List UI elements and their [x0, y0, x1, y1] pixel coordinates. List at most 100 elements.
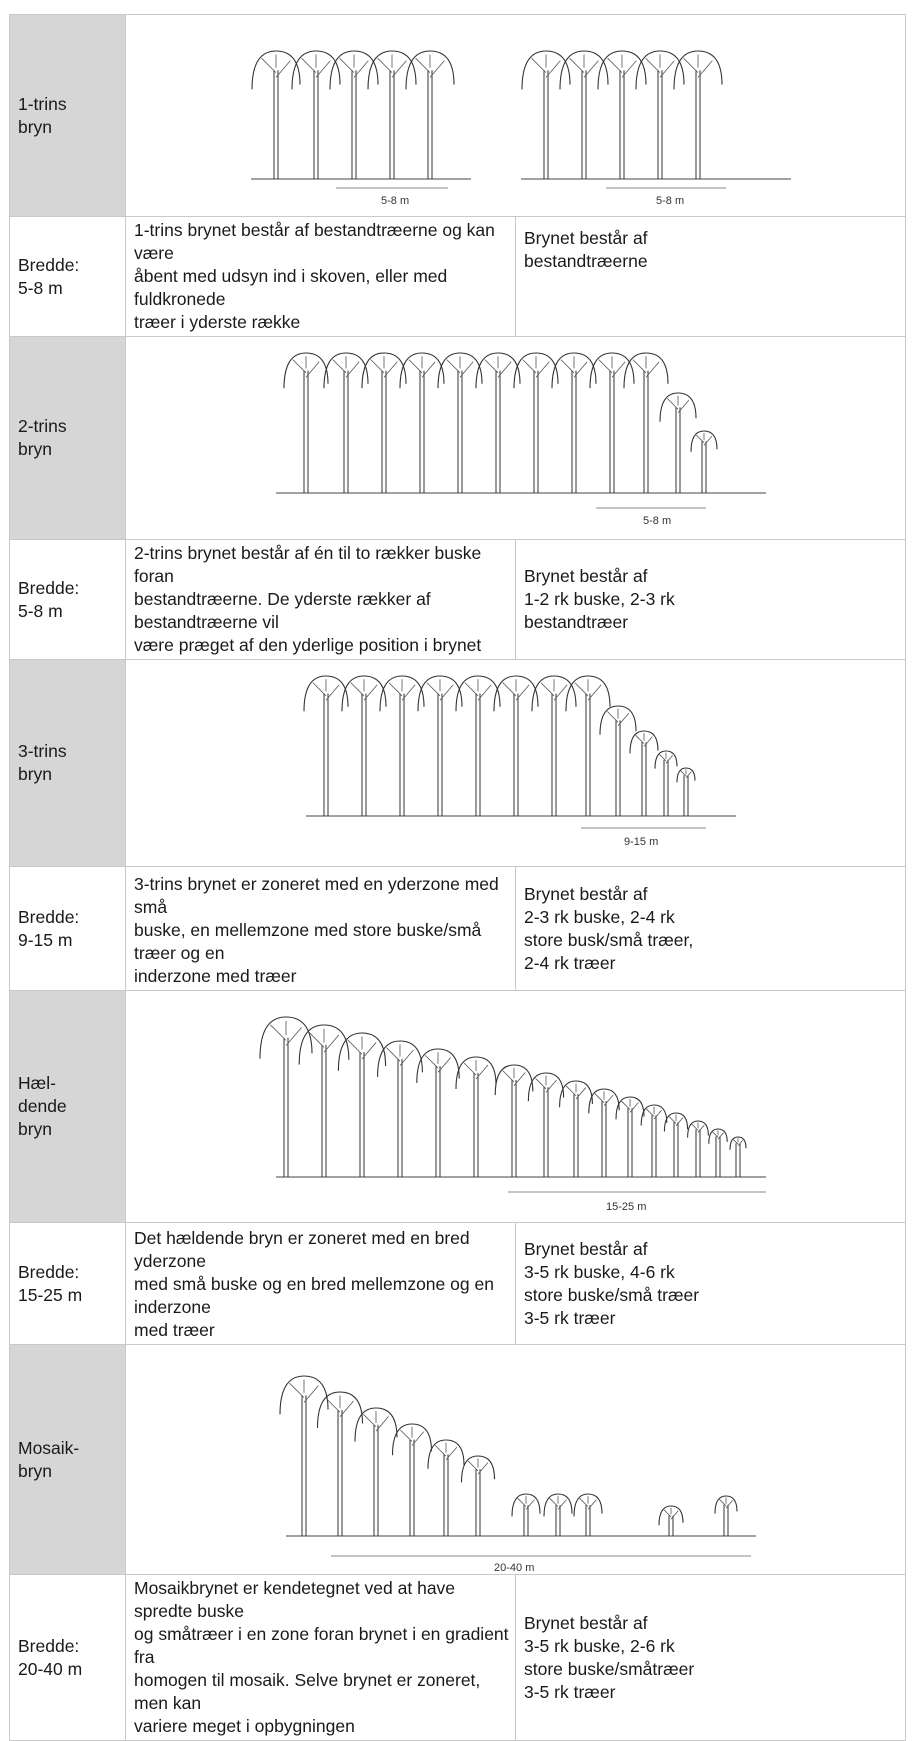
width-label-line: Bredde: [18, 577, 125, 600]
tree-sketch [284, 353, 328, 493]
description-line: homogen til mosaik. Selve brynet er zone… [134, 1669, 509, 1715]
type-label-line: 3-trins [18, 740, 125, 763]
composition-line: 3-5 rk buske, 4-6 rk [524, 1261, 901, 1284]
composition-line: Brynet består af [524, 565, 901, 588]
description-line: bestandtræerne. De yderste rækker af bes… [134, 588, 509, 634]
tree-sketch [338, 1033, 385, 1177]
tree-sketch [418, 676, 462, 816]
width-label-1: Bredde: 5-8 m [10, 217, 126, 337]
tree-sketch [380, 676, 424, 816]
width-label-line: Bredde: [18, 254, 125, 277]
scale-label: 9-15 m [624, 836, 658, 848]
type-label-line: bryn [18, 116, 125, 139]
type-label-line: bryn [18, 763, 125, 786]
description-line: træer i yderste række [134, 311, 509, 334]
scale-label: 20-40 m [494, 1562, 534, 1574]
description-line: åbent med udsyn ind i skoven, eller med … [134, 265, 509, 311]
tree-sketch [393, 1424, 432, 1536]
tree-sketch [495, 1065, 533, 1177]
description-line: med små buske og en bred mellemzone og e… [134, 1273, 509, 1319]
type-label-1: 1-trins bryn [10, 15, 126, 217]
composition-line: 3-5 rk træer [524, 1681, 901, 1704]
tree-sketch [476, 353, 520, 493]
tree-sketch [292, 51, 340, 179]
tree-sketch [330, 51, 378, 179]
composition-5: Brynet består af 3-5 rk buske, 2-6 rk st… [516, 1575, 906, 1741]
tree-sketch [324, 353, 368, 493]
tree-sketch [428, 1440, 464, 1536]
tree-drawing: 5-8 m 5-8 m [126, 16, 906, 216]
tree-sketch [664, 1113, 687, 1177]
tree-sketch [456, 1057, 496, 1177]
type-label-3: 3-trins bryn [10, 660, 126, 867]
type-label-5: Mosaik- bryn [10, 1345, 126, 1575]
description-line: inderzone med træer [134, 965, 509, 988]
scale-label: 5-8 m [643, 515, 671, 527]
tree-sketch [574, 1494, 602, 1536]
tree-drawing: 15-25 m [126, 992, 906, 1222]
width-label-line: Bredde: [18, 1635, 125, 1658]
tree-sketch [252, 51, 300, 179]
tree-sketch [598, 51, 646, 179]
illustration-4: 15-25 m [126, 991, 906, 1223]
tree-sketch [566, 676, 610, 816]
scale-label: 15-25 m [606, 1201, 646, 1213]
width-label-3: Bredde: 9-15 m [10, 867, 126, 991]
type-label-4: Hæl- dende bryn [10, 991, 126, 1223]
tree-sketch [406, 51, 454, 179]
type-label-line: 2-trins [18, 415, 125, 438]
width-label-line: 20-40 m [18, 1658, 125, 1681]
illustration-2: 5-8 m [126, 337, 906, 540]
type-label-line: dende [18, 1095, 125, 1118]
tree-sketch [342, 676, 386, 816]
tree-sketch [417, 1049, 459, 1177]
type-label-2: 2-trins bryn [10, 337, 126, 540]
tree-sketch [528, 1073, 563, 1177]
composition-line: store buske/småtræer [524, 1658, 901, 1681]
tree-sketch [630, 731, 658, 816]
tree-sketch [552, 353, 596, 493]
width-label-line: 15-25 m [18, 1284, 125, 1307]
tree-sketch [677, 768, 695, 816]
tree-sketch [709, 1129, 727, 1177]
tree-sketch [456, 676, 500, 816]
width-label-line: 9-15 m [18, 929, 125, 952]
tree-sketch [304, 676, 348, 816]
composition-line: bestandtræerne [524, 250, 901, 273]
composition-line: store busk/små træer, [524, 929, 901, 952]
composition-2: Brynet består af 1-2 rk buske, 2-3 rk be… [516, 540, 906, 660]
tree-sketch [260, 1017, 312, 1177]
description-line: variere meget i opbygningen [134, 1715, 509, 1738]
tree-sketch [532, 676, 576, 816]
composition-line: Brynet består af [524, 883, 901, 906]
illustration-3: 9-15 m [126, 660, 906, 867]
tree-sketch [600, 706, 636, 816]
composition-line: 3-5 rk træer [524, 1307, 901, 1330]
type-label-line: bryn [18, 1118, 125, 1141]
description-line: 1-trins brynet består af bestandtræerne … [134, 219, 509, 265]
tree-sketch [544, 1494, 572, 1536]
description-line: med træer [134, 1319, 509, 1342]
composition-line: Brynet består af [524, 1238, 901, 1261]
type-label-line: bryn [18, 438, 125, 461]
tree-sketch [368, 51, 416, 179]
tree-sketch [636, 51, 684, 179]
tree-sketch [512, 1494, 540, 1536]
tree-sketch [715, 1496, 737, 1536]
tree-sketch [560, 51, 608, 179]
tree-sketch [655, 751, 677, 816]
composition-line: store buske/små træer [524, 1284, 901, 1307]
description-line: buske, en mellemzone med store buske/små… [134, 919, 509, 965]
width-label-line: 5-8 m [18, 600, 125, 623]
description-5: Mosaikbrynet er kendetegnet ved at have … [126, 1575, 516, 1741]
width-label-2: Bredde: 5-8 m [10, 540, 126, 660]
description-line: 2-trins brynet består af én til to række… [134, 542, 509, 588]
tree-sketch [589, 1089, 619, 1177]
description-line: Mosaikbrynet er kendetegnet ved at have … [134, 1577, 509, 1623]
tree-sketch [624, 353, 668, 493]
width-label-line: 5-8 m [18, 277, 125, 300]
tree-sketch [400, 353, 444, 493]
width-label-5: Bredde: 20-40 m [10, 1575, 126, 1741]
illustration-1: 5-8 m 5-8 m [126, 15, 906, 217]
width-label-line: Bredde: [18, 906, 125, 929]
